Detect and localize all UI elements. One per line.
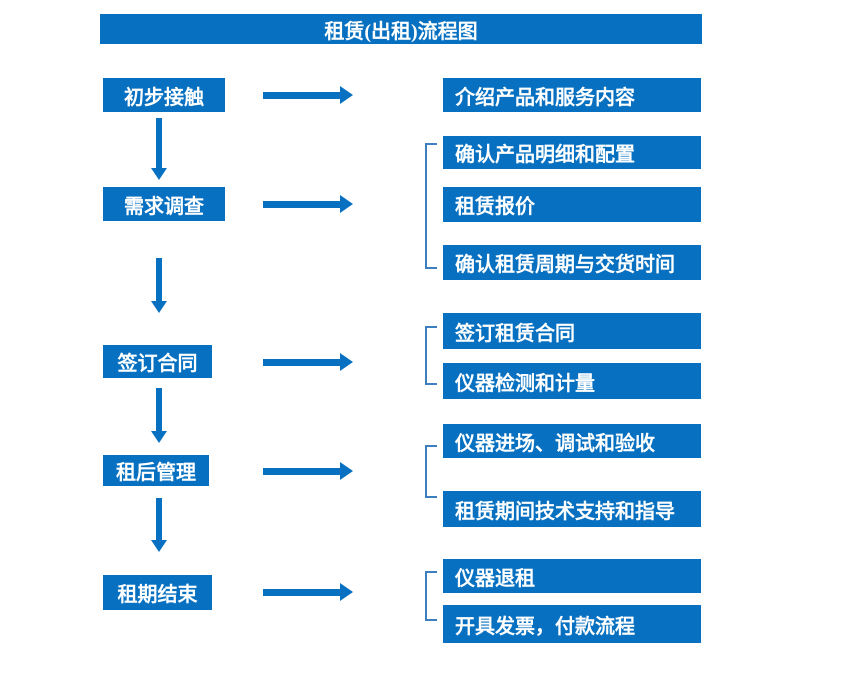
stage-box-sign-contract: 签订合同 [103,345,212,378]
bracket-demand-survey-group [425,143,437,269]
arrow-shaft [263,358,340,366]
right-arrow-post-rental-management [263,462,353,480]
arrow-head [340,195,353,213]
arrow-head [151,301,167,313]
down-arrow-1 [148,118,170,180]
bracket-post-rental-group [425,445,437,498]
arrow-shaft [156,388,162,431]
detail-box-sign-rental-contract: 签订租赁合同 [443,313,701,349]
down-arrow-2 [148,258,170,313]
stage-box-demand-survey: 需求调查 [103,187,225,221]
detail-box-introduce-products-services: 介绍产品和服务内容 [443,78,701,112]
arrow-shaft [263,467,340,475]
arrow-shaft [263,588,340,596]
right-arrow-initial-contact [263,86,353,104]
right-arrow-sign-contract [263,353,353,371]
detail-box-confirm-rental-period-delivery: 确认租赁周期与交货时间 [443,245,701,280]
arrow-head [151,540,167,552]
detail-box-rental-quotation: 租赁报价 [443,187,701,222]
detail-box-instrument-inspection-metering: 仪器检测和计量 [443,363,701,399]
arrow-head [340,86,353,104]
detail-box-instrument-return: 仪器退租 [443,559,701,593]
detail-box-confirm-product-details-config: 确认产品明细和配置 [443,136,701,169]
down-arrow-4 [148,498,170,552]
stage-box-post-rental-management: 租后管理 [103,455,209,486]
diagram-title: 租赁(出租)流程图 [100,14,702,44]
arrow-head [340,583,353,601]
arrow-shaft [156,258,162,301]
arrow-shaft [156,498,162,540]
right-arrow-lease-end [263,583,353,601]
bracket-sign-contract-group [425,326,437,385]
down-arrow-3 [148,388,170,443]
arrow-head [151,431,167,443]
arrow-head [340,462,353,480]
stage-box-initial-contact: 初步接触 [103,78,225,112]
detail-box-instrument-arrival-debug-acceptance: 仪器进场、调试和验收 [443,424,701,458]
arrow-head [340,353,353,371]
arrow-shaft [263,91,340,99]
detail-box-technical-support-guidance: 租赁期间技术支持和指导 [443,491,701,527]
bracket-lease-end-group [425,571,437,621]
arrow-head [151,168,167,180]
arrow-shaft [156,118,162,168]
arrow-shaft [263,200,340,208]
detail-box-invoice-payment-process: 开具发票，付款流程 [443,605,701,643]
stage-box-lease-end: 租期结束 [103,575,212,610]
right-arrow-demand-survey [263,195,353,213]
